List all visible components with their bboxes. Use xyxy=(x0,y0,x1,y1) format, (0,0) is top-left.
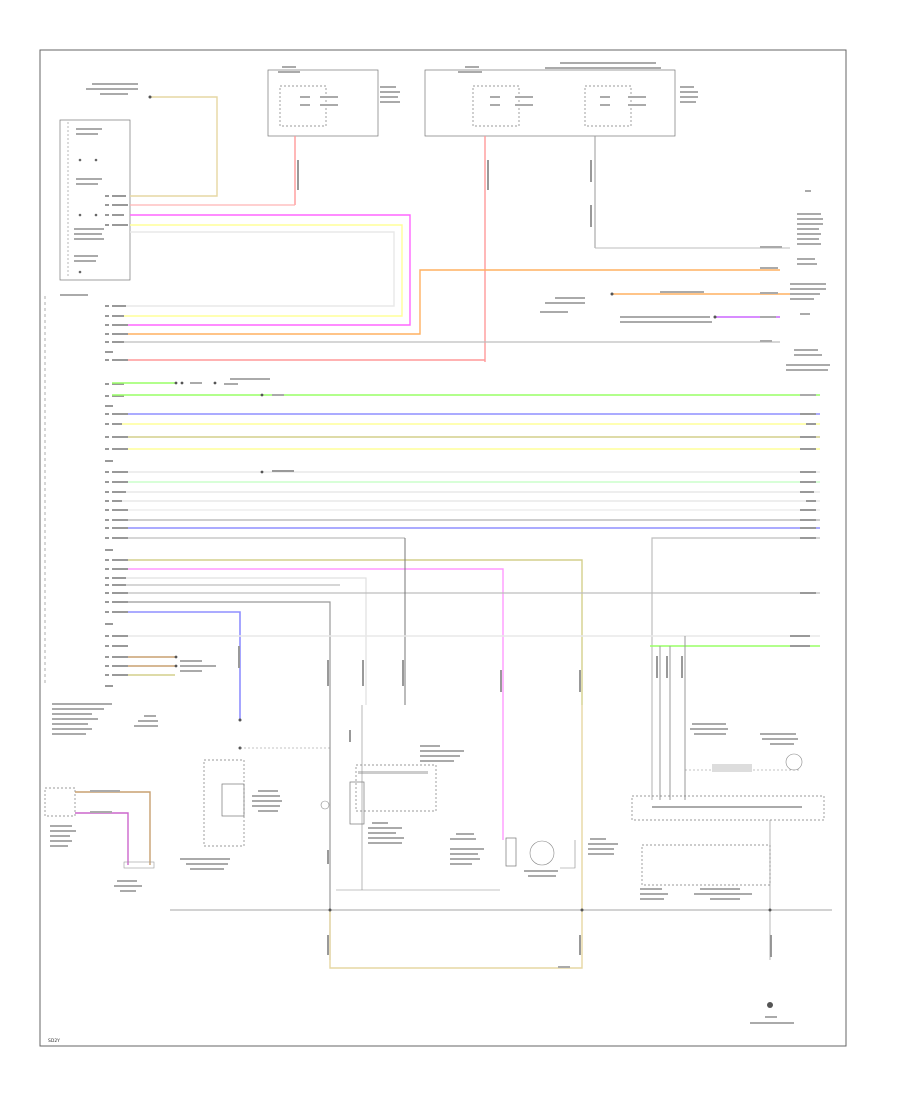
lamp-rect xyxy=(505,837,517,867)
wire-gray-602 xyxy=(112,601,331,960)
ground-symbol xyxy=(767,1002,773,1008)
wire-magenta-569 xyxy=(112,568,504,840)
wire-mag-810 xyxy=(75,812,129,865)
fuse-box-2 xyxy=(424,69,676,137)
diagram-border xyxy=(39,49,847,1047)
light-switch-text-blocks xyxy=(74,128,104,262)
mirror-motor xyxy=(349,781,365,825)
footer-code: SD2Y xyxy=(48,1038,60,1044)
right-top-text-blocks xyxy=(540,190,830,371)
wire-khaki-560 xyxy=(112,559,583,705)
wire-brown-790 xyxy=(75,791,151,865)
wire-yellow-top xyxy=(130,96,218,197)
lamp-circle xyxy=(529,840,555,866)
wire-magenta-1 xyxy=(112,214,411,326)
vertical-wire-labels xyxy=(238,646,772,957)
ground-labels xyxy=(750,1016,794,1024)
junction-nodes xyxy=(148,95,772,912)
bottom-wire-labels xyxy=(558,966,570,968)
wire-yellow-bottom xyxy=(329,705,583,969)
fuse-wire-labels xyxy=(297,160,592,227)
wire-lgray-578 xyxy=(112,577,367,705)
fuse-text-blocks xyxy=(278,62,698,106)
bus-pin-labels-b xyxy=(105,470,816,551)
door-switch-labels xyxy=(180,790,282,870)
socket-labels xyxy=(180,660,216,672)
bus-pin-labels-c xyxy=(105,559,816,687)
light-switch-contacts xyxy=(78,158,98,274)
top-left-text-blocks xyxy=(60,83,138,296)
mirror-dots xyxy=(358,771,428,774)
wire-gray-3 xyxy=(112,231,395,307)
right-module-long xyxy=(631,795,825,821)
left-small-switch xyxy=(44,787,76,817)
right-module-lower xyxy=(641,844,771,886)
right-module-labels xyxy=(640,723,802,900)
small-switch-labels xyxy=(90,790,120,813)
wire-gray-538-right xyxy=(651,537,820,800)
lamp-arc xyxy=(560,840,576,869)
fuse-box-1 xyxy=(267,69,379,137)
bus-pin-labels-a xyxy=(105,413,816,462)
wire-orange-long xyxy=(112,269,780,335)
light-switch-box xyxy=(59,119,131,281)
mirror-component xyxy=(355,764,437,812)
mirror-labels xyxy=(368,745,464,844)
door-switch-inner xyxy=(221,783,245,817)
wire-yellow-2 xyxy=(112,224,403,317)
wire-blue-612 xyxy=(112,611,241,720)
door-switch-box xyxy=(203,759,245,847)
pin-label-marks xyxy=(105,195,128,407)
lamp-labels xyxy=(450,833,618,877)
bottom-left-labels xyxy=(50,703,158,892)
green-labels xyxy=(190,378,816,396)
